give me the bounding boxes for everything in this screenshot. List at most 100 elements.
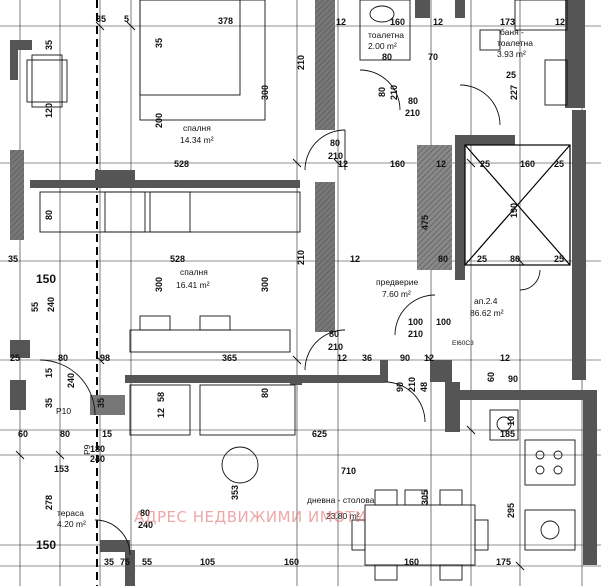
dim-label: 80 [438,254,448,264]
dim-label: 240 [90,454,105,464]
dim-label: 80 [44,210,54,220]
elevator-shaft [464,144,571,266]
dim-label: 5 [124,14,129,24]
dim-label: 15 [44,368,54,378]
dim-label: 98 [100,353,110,363]
dim-label: 153 [54,464,69,474]
dim-label: 60 [18,429,28,439]
dim-label: 105 [200,557,215,567]
dim-label: 175 [496,557,511,567]
dim-label: 35 [96,14,106,24]
dim-label: 305 [420,490,430,505]
dim-label: 12 [424,353,434,363]
dim-label: 710 [341,466,356,476]
dim-label: 58 [156,392,166,402]
dim-label: 80 [330,138,340,148]
dim-label: 80 [510,254,520,264]
dim-label: 35 [104,557,114,567]
dim-label: 55 [142,557,152,567]
room-name: тоалетна [368,30,404,40]
dim-label: 210 [296,250,306,265]
dim-label: 12 [337,353,347,363]
dim-label: 160 [404,557,419,567]
dim-label: 173 [500,17,515,27]
room-area: 86.62 m² [470,308,504,318]
dim-label: 12 [336,17,346,27]
room-name: тоалетна [497,38,533,48]
dim-label: 35 [8,254,18,264]
dim-label: 10 [506,416,516,426]
dim-label: 70 [428,52,438,62]
dim-label: 80 [58,353,68,363]
room-name: спалня [180,267,208,277]
dim-label: 35 [154,38,164,48]
dim-label: 210 [328,151,343,161]
dim-label: 12 [350,254,360,264]
dim-label: 160 [284,557,299,567]
dim-label: 160 [520,159,535,169]
dim-label: 25 [480,159,490,169]
dim-label: 200 [154,113,164,128]
dim-label: 300 [260,277,270,292]
dim-label: 378 [218,16,233,26]
dim-label: 100 [436,317,451,327]
watermark: АДРЕС НЕДВИЖИМИ ИМОТИ [134,508,367,526]
column-label: P9 [82,444,92,455]
dim-label: 25 [10,353,20,363]
dim-label: 190 [509,203,519,218]
furniture [26,0,576,581]
dim-label: 295 [506,503,516,518]
dim-label: 48 [419,382,429,392]
dim-label: 160 [390,159,405,169]
dim-label: 227 [509,85,519,100]
room-area: 7.60 m² [382,289,411,299]
dim-label: 12 [338,159,348,169]
dim-label: 160 [390,17,405,27]
room-area: 23.80 m² [326,511,360,521]
dim-label: 80 [382,52,392,62]
dim-label: 185 [500,429,515,439]
dim-label: 25 [506,70,516,80]
dim-label: 75 [120,557,130,567]
dim-label: 60 [486,372,496,382]
room-area: 2.00 m² [368,41,397,51]
room-labels: спалня 14.34 m² спалня 16.41 m² тоалетна… [36,27,533,552]
dimension-ticks [15,21,587,571]
dim-label: 12 [156,408,166,418]
dim-label: 528 [174,159,189,169]
dimension-labels: 35 5 378 12 160 12 173 12 35 120 35 200 … [8,14,565,567]
dim-label: 210 [328,342,343,352]
dim-label: 90 [395,382,405,392]
door-swings [39,69,541,556]
dim-label: 25 [477,254,487,264]
dim-label: 35 [44,40,54,50]
dim-label: 12 [555,17,565,27]
dim-label: 35 [44,398,54,408]
dim-label: 475 [420,215,430,230]
dim-label: 210 [407,377,417,392]
room-name: спалня [183,123,211,133]
room-area: 4.20 m² [57,519,86,529]
dim-label: 80 [329,329,339,339]
dim-label: 625 [312,429,327,439]
column-label: P10 [56,406,71,416]
dim-label: 365 [222,353,237,363]
room-area: 14.34 m² [180,135,214,145]
dim-label: 528 [170,254,185,264]
dim-label: 90 [400,353,410,363]
dim-label: 120 [44,103,54,118]
axis-label: 150 [36,538,56,552]
dim-label: 12 [436,159,446,169]
door-code: EI60C3 [452,340,474,347]
room-name: баня - [500,27,524,37]
dim-label: 12 [433,17,443,27]
dim-label: 55 [30,302,40,312]
dim-label: 15 [102,429,112,439]
dim-label: 80 [140,508,150,518]
dim-label: 90 [508,374,518,384]
dim-label: 240 [46,297,56,312]
dim-label: 80 [60,429,70,439]
room-area: 3.93 m² [497,49,526,59]
